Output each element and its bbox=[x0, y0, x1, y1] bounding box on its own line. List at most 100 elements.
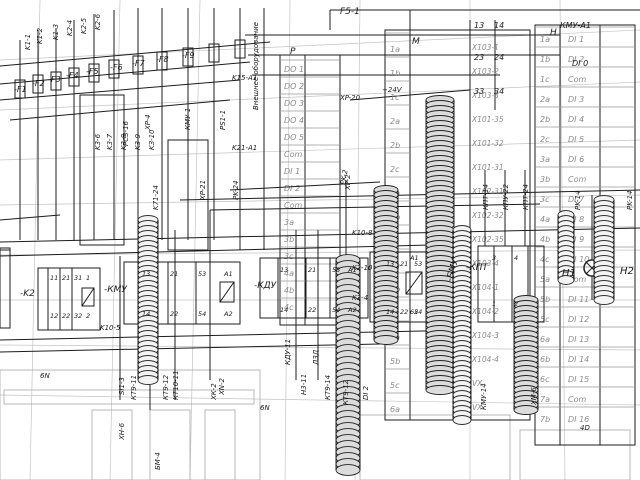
terminal-label: 4c bbox=[284, 303, 294, 312]
terminal-label: 1b bbox=[390, 69, 400, 78]
wire-label: XМ-6 bbox=[530, 387, 538, 406]
relay-pin: A1 bbox=[347, 266, 357, 274]
wire-label: K3-8 bbox=[120, 133, 128, 150]
top-label: DI 0 bbox=[572, 59, 588, 68]
terminal-label: DI 4 bbox=[568, 115, 584, 124]
terminal-label: DI 9 bbox=[568, 235, 584, 244]
wire-label: 6N bbox=[40, 372, 50, 380]
relay-pin: 54 bbox=[198, 310, 206, 318]
terminal-label: 5b bbox=[390, 357, 400, 366]
relay-pin: A1 bbox=[223, 270, 233, 278]
wire-label: ЛЗД bbox=[312, 349, 320, 366]
terminal-label: 4c bbox=[540, 255, 550, 264]
top-label: Н bbox=[550, 28, 557, 38]
top-label: М bbox=[412, 37, 420, 47]
terminal-label: 4a bbox=[284, 269, 294, 278]
terminal-label: DI 6 bbox=[568, 155, 584, 164]
terminal-label: DI 15 bbox=[568, 375, 589, 384]
relay-pin: 2 bbox=[86, 312, 90, 320]
lamp-label: H1 bbox=[562, 268, 576, 279]
relay-name: -K2 bbox=[20, 289, 35, 299]
terminal-label: DI 2 bbox=[284, 184, 300, 193]
relay-pin: 2 bbox=[514, 300, 518, 308]
relay-pin: 14 bbox=[386, 308, 394, 316]
terminal-label: DO 3 bbox=[284, 99, 304, 108]
top-label: 23 bbox=[474, 53, 484, 62]
wire-label: K3-6 bbox=[94, 133, 102, 150]
wire-label: XP-4 bbox=[144, 114, 152, 131]
terminal-label: X103-4 bbox=[471, 259, 499, 268]
relay-pin: 1 bbox=[492, 300, 496, 308]
wire-label: K3-7 bbox=[106, 133, 114, 150]
relay-pin: 21 bbox=[400, 260, 408, 268]
terminal-label: 3c bbox=[284, 252, 294, 261]
fuse-label: -F7 bbox=[132, 59, 145, 68]
wire-label: XК-2 bbox=[210, 383, 218, 401]
wire-label: КМУ-1 bbox=[184, 108, 192, 130]
terminal-label: 1b bbox=[540, 55, 550, 64]
relay-pin: 22 bbox=[400, 308, 408, 316]
terminal-label: 1a bbox=[390, 45, 400, 54]
terminal-label: 2c bbox=[390, 165, 400, 174]
terminal-label: X104-2 bbox=[471, 307, 499, 316]
wire-label: K2-10 bbox=[352, 264, 373, 272]
wire-label: XP-20 bbox=[339, 94, 361, 102]
cable-coil bbox=[425, 95, 455, 395]
wire-label: Внешнее оборудование bbox=[252, 22, 260, 110]
terminal-label: 1c bbox=[390, 93, 400, 102]
relay-pin: 12 bbox=[50, 312, 58, 320]
terminal-label: DI 1 bbox=[284, 167, 300, 176]
fuse-label: -F3 bbox=[48, 75, 61, 84]
terminal-label: X103-1 bbox=[471, 43, 499, 52]
terminal-label: Com bbox=[568, 75, 586, 84]
terminal-label: X103-2 bbox=[471, 67, 499, 76]
terminal-label: DI 10 bbox=[568, 255, 589, 264]
top-bus-lines bbox=[0, 9, 640, 121]
relay-pin: A2 bbox=[223, 310, 233, 318]
terminal-label: 3a bbox=[284, 218, 294, 227]
wire-label: PS1-1 bbox=[219, 110, 227, 130]
relay-pin: 53 bbox=[332, 266, 340, 274]
top-label: КМУ-А1 bbox=[560, 21, 591, 30]
relay-pin: 53 bbox=[198, 270, 206, 278]
wire-label: K10-8 bbox=[352, 229, 373, 237]
terminal-label: 1c bbox=[540, 75, 550, 84]
terminal-label: X104-4 bbox=[471, 355, 499, 364]
wire-label: КМУ-14 bbox=[480, 383, 488, 410]
wire-label: K10-5 bbox=[100, 324, 121, 332]
wire-label: КТ9-12 bbox=[162, 374, 170, 400]
cable-coil bbox=[452, 225, 472, 425]
terminal-label: DO 4 bbox=[284, 116, 304, 125]
terminal-label: Com bbox=[568, 175, 586, 184]
cable-coil bbox=[335, 254, 361, 476]
terminal-label: X104-1 bbox=[471, 283, 499, 292]
terminal-label: DI 13 bbox=[568, 335, 589, 344]
relay-pin: 4 bbox=[514, 254, 518, 262]
wire-label: КТ9-11 bbox=[130, 375, 138, 400]
relay-name: -КПТ bbox=[466, 263, 489, 273]
terminal-label: DO 5 bbox=[284, 133, 304, 142]
wire-label: БМ-4 bbox=[154, 452, 162, 470]
terminal-label: DI 3 bbox=[568, 95, 584, 104]
right-terminal-block: 1a1b1c2a2b2c3a3b3c4a4b4c5a5b5c6a6b6c7a7b… bbox=[534, 24, 636, 446]
terminal-label: DO 1 bbox=[284, 65, 304, 74]
lamp-label: H2 bbox=[620, 266, 634, 277]
terminal-label: 2a bbox=[390, 117, 400, 126]
wire-label: PK-14 bbox=[574, 190, 582, 210]
top-label: P bbox=[290, 47, 296, 57]
terminal-label: DI 14 bbox=[568, 355, 589, 364]
relay-pin: 21 bbox=[308, 266, 316, 274]
wire-label: K2-6 bbox=[94, 13, 102, 30]
relay-pin: A2 bbox=[347, 306, 357, 314]
terminal-label: 5b bbox=[540, 295, 550, 304]
terminal-label: 7a bbox=[540, 395, 550, 404]
terminal-label: Com bbox=[568, 395, 586, 404]
wire-label: K3-9 bbox=[134, 133, 142, 150]
wire-label: PK-24 bbox=[232, 180, 240, 200]
wire-label: KЗ-10 bbox=[148, 129, 156, 150]
cable-coil bbox=[373, 185, 399, 345]
wire-label: XP-2 bbox=[344, 174, 352, 191]
cable-coil bbox=[513, 295, 539, 415]
relay-pin: 11 bbox=[50, 274, 58, 282]
